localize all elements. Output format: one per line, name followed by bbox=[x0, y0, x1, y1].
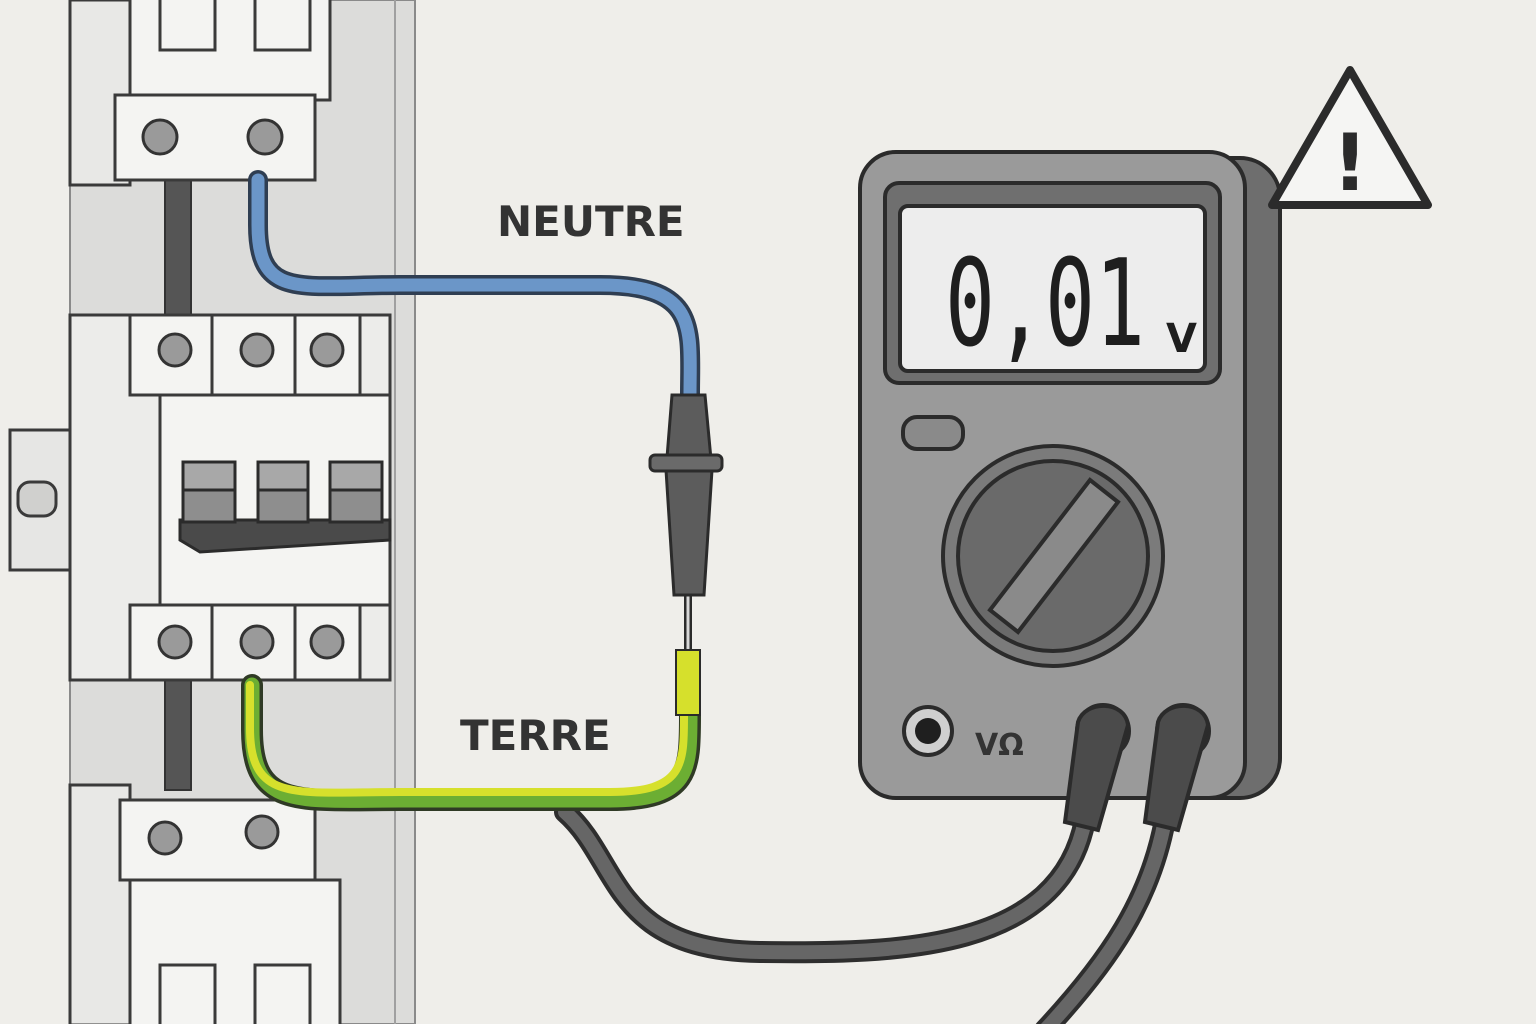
busbar-upper bbox=[164, 179, 192, 321]
multimeter: 0,01 V VΩ bbox=[858, 150, 1282, 833]
terminal-screw bbox=[309, 624, 345, 660]
warning-triangle-icon: ! bbox=[1268, 66, 1432, 209]
breaker-toggles bbox=[178, 460, 392, 554]
earth-wire bbox=[241, 674, 701, 812]
earth-label: TERRE bbox=[460, 711, 611, 760]
lcd-screen bbox=[898, 204, 1207, 373]
lower-terminal-block bbox=[68, 783, 342, 1024]
com-jack[interactable] bbox=[902, 705, 954, 757]
terminal-screw bbox=[239, 624, 275, 660]
jack-label-volt-ohm: VΩ bbox=[975, 728, 1024, 763]
neutral-wire bbox=[248, 170, 701, 405]
circuit-breaker bbox=[68, 313, 392, 682]
terminal-screw bbox=[244, 814, 280, 850]
test-leads bbox=[554, 801, 1176, 1024]
test-lead-plugs bbox=[1062, 703, 1211, 833]
terminal-screw bbox=[239, 332, 275, 368]
test-probe bbox=[648, 393, 724, 716]
voltage-reading: 0,01 bbox=[945, 235, 1145, 374]
distribution-panel bbox=[8, 0, 416, 1024]
terminal-screw bbox=[147, 820, 183, 856]
test-lead-cable-left bbox=[554, 801, 1096, 964]
terminal-screw bbox=[157, 624, 193, 660]
terminal-screw bbox=[141, 118, 179, 156]
test-lead-cable-right bbox=[1035, 809, 1176, 1024]
warning-symbol: ! bbox=[1332, 119, 1368, 209]
din-rail bbox=[8, 428, 82, 572]
voltage-unit: V bbox=[1166, 316, 1197, 362]
neutral-label: NEUTRE bbox=[497, 197, 685, 246]
terminal-screw bbox=[309, 332, 345, 368]
busbar-lower bbox=[164, 679, 192, 791]
terminal-screw bbox=[157, 332, 193, 368]
hold-button[interactable] bbox=[901, 415, 965, 451]
rotary-dial[interactable] bbox=[941, 444, 1165, 668]
upper-terminal-block bbox=[68, 0, 332, 187]
terminal-screw bbox=[246, 118, 284, 156]
